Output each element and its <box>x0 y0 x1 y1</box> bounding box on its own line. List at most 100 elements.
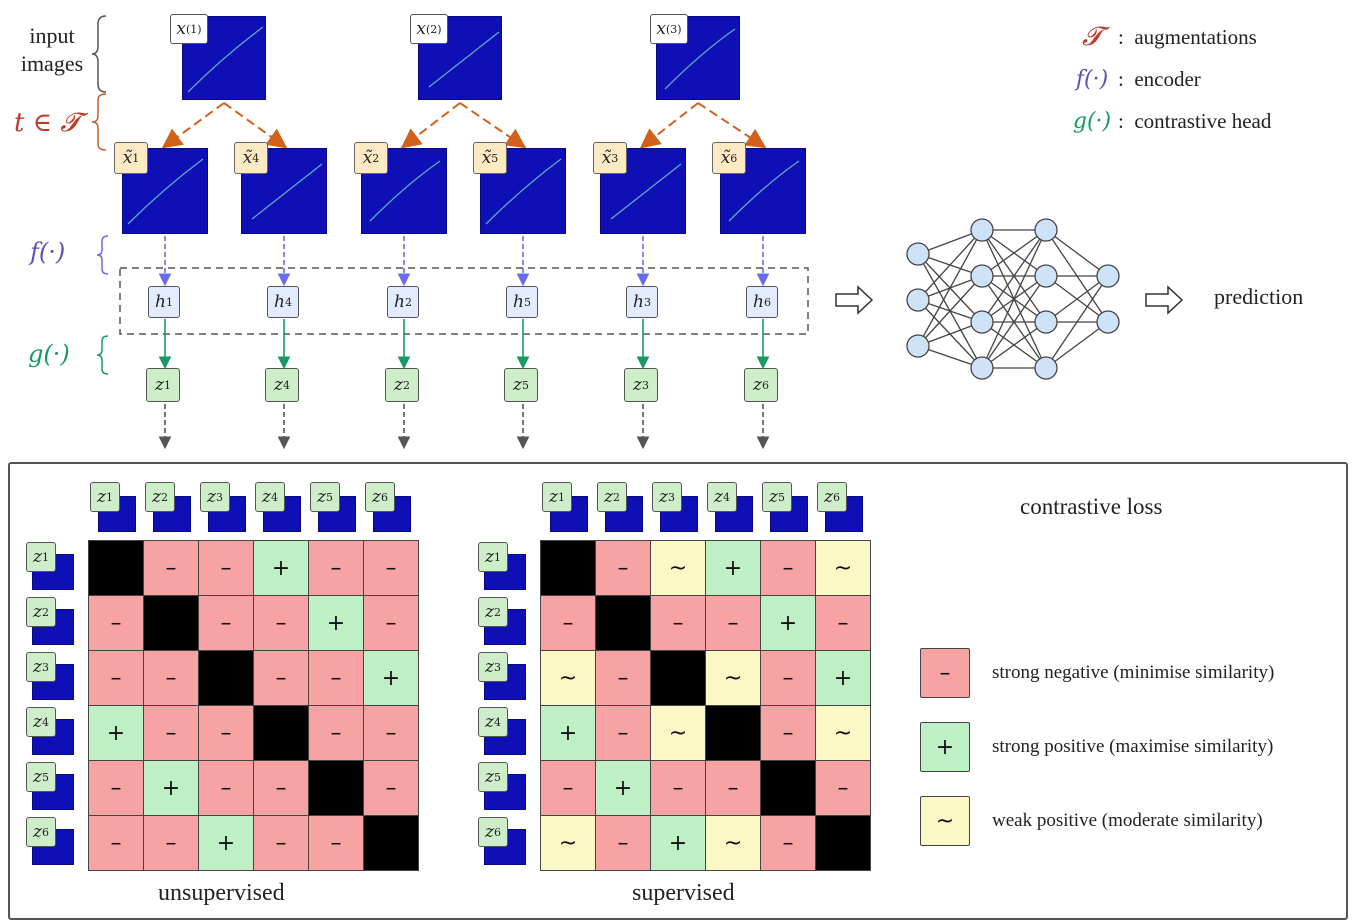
input-tag-1-base: x <box>176 19 186 39</box>
aug-tag-5-sub: 5 <box>491 151 499 165</box>
image-streak <box>187 26 264 93</box>
sup-col-header-2-base: z <box>604 487 613 507</box>
input-tag-3-sup: (3) <box>666 22 682 36</box>
nn-node-0-2 <box>906 334 930 358</box>
sup-cell-1-4: + <box>705 540 761 596</box>
unsup-col-header-4-sub: 4 <box>270 490 278 504</box>
input-images-label-line1: input <box>29 23 75 48</box>
unsup-row-header-5-base: z <box>33 767 42 787</box>
unsup-cell-3-5: – <box>308 650 364 706</box>
sup-col-header-2-sub: 2 <box>612 490 620 504</box>
z-node-4-base: z <box>274 375 283 395</box>
unsup-row-header-1-base: z <box>33 547 42 567</box>
legend-weak-swatch: ~ <box>920 796 970 846</box>
nn-edge <box>1045 275 1109 369</box>
image-streak <box>127 158 204 225</box>
aug-arrow-3 <box>459 102 527 149</box>
unsup-cell-6-4: – <box>253 815 309 871</box>
input-tag-1-sup: (1) <box>186 22 202 36</box>
sup-cell-6-3: + <box>650 815 706 871</box>
legend-negative-text: strong negative (minimise similarity) <box>992 662 1275 683</box>
unsup-col-header-5-sub: 5 <box>325 490 333 504</box>
nn-node-3-1 <box>1096 310 1120 334</box>
aug-tag-1: x̃1 <box>114 142 148 174</box>
sup-cell-3-6: + <box>815 650 871 706</box>
legend-augmentations-symbol: 𝓣 <box>1082 21 1102 52</box>
sup-col-header-6-sub: 6 <box>832 490 840 504</box>
h-node-1-base: h <box>155 292 166 312</box>
image-streak <box>610 163 682 220</box>
sup-col-header-3-base: z <box>659 487 668 507</box>
unsup-row-header-2-base: z <box>33 602 42 622</box>
input-tag-3: x(3) <box>650 14 688 44</box>
sup-cell-4-6: ~ <box>815 705 871 761</box>
sup-cell-5-6: – <box>815 760 871 816</box>
aug-arrow-1 <box>223 102 288 149</box>
aug-tag-6: x̃6 <box>712 142 746 174</box>
encoder-label: f(·) <box>30 238 66 266</box>
unsup-cell-1-3: – <box>198 540 254 596</box>
sup-cell-3-2: – <box>595 650 651 706</box>
unsup-cell-6-1: – <box>88 815 144 871</box>
augmentation-label: t ∈ 𝓣 <box>14 108 81 138</box>
nn-edge <box>981 229 1047 277</box>
sup-cell-4-1: + <box>540 705 596 761</box>
nn-edge <box>917 229 983 301</box>
supervised-caption: supervised <box>632 880 735 906</box>
sup-cell-4-5: – <box>760 705 816 761</box>
aug-tag-6-base: x̃ <box>720 148 731 168</box>
sup-cell-2-4: – <box>705 595 761 651</box>
input-tag-2: x(2) <box>410 14 448 44</box>
aug-tag-3: x̃3 <box>593 142 627 174</box>
unsupervised-caption: unsupervised <box>158 880 285 906</box>
image-streak <box>664 28 736 90</box>
unsup-col-header-3-sub: 3 <box>215 490 223 504</box>
sup-cell-6-5: – <box>760 815 816 871</box>
legend-positive-symbol: + <box>935 734 955 760</box>
sup-cell-2-5: + <box>760 595 816 651</box>
unsup-cell-1-6: – <box>363 540 419 596</box>
sup-col-header-5-base: z <box>769 487 778 507</box>
sup-col-header-5-sub: 5 <box>777 490 785 504</box>
sup-col-header-1-base: z <box>549 487 558 507</box>
prediction-label: prediction <box>1214 284 1304 309</box>
nn-edge <box>1045 229 1109 277</box>
unsup-col-header-6-sub: 6 <box>380 490 388 504</box>
representation-box <box>119 267 809 335</box>
unsup-cell-2-5: + <box>308 595 364 651</box>
aug-tag-1-base: x̃ <box>122 148 133 168</box>
legend-encoder-text: : encoder <box>1118 66 1201 91</box>
sup-row-header-4-base: z <box>485 712 494 732</box>
unsup-row-header-4-base: z <box>33 712 42 732</box>
sup-row-header-5-sub: 5 <box>493 770 501 784</box>
input-images-brace <box>92 15 107 93</box>
input-tag-1: x(1) <box>170 14 208 44</box>
aug-tag-4: x̃4 <box>234 142 268 174</box>
unsup-cell-4-2: – <box>143 705 199 761</box>
nn-node-2-1 <box>1034 264 1058 288</box>
sup-col-header-3-sub: 3 <box>667 490 675 504</box>
nn-node-1-0 <box>970 218 994 242</box>
unsup-row-header-6-sub: 6 <box>41 825 49 839</box>
sup-col-header-4-base: z <box>714 487 723 507</box>
h-node-2-base: h <box>394 292 405 312</box>
sup-cell-4-2: – <box>595 705 651 761</box>
sup-row-header-4-sub: 4 <box>493 715 501 729</box>
z-node-2-sub: 2 <box>402 378 410 392</box>
unsup-cell-1-5: – <box>308 540 364 596</box>
unsup-cell-5-1: – <box>88 760 144 816</box>
sup-row-header-3-sub: 3 <box>493 660 501 674</box>
legend-encoder: f(·) : encoder <box>1066 58 1326 100</box>
legend-positive-swatch: + <box>920 722 970 772</box>
unsup-row-header-6-base: z <box>33 822 42 842</box>
